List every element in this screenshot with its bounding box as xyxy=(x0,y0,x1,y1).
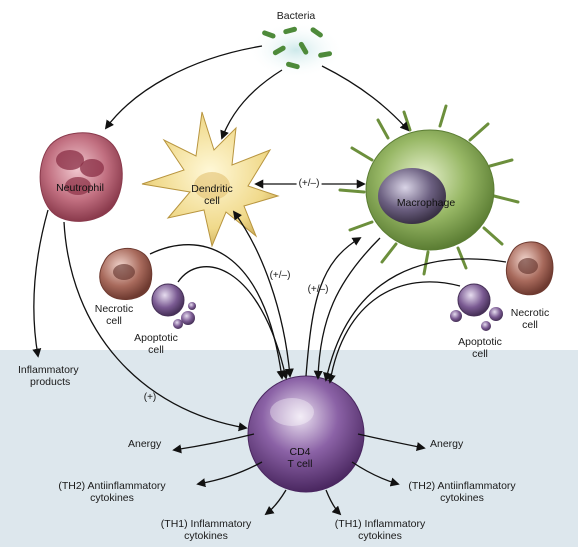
neutrophil-cell xyxy=(39,132,123,222)
sign-neutrophil-tcell: (+) xyxy=(143,392,157,403)
label-necrotic-left-line2: cell xyxy=(106,315,122,327)
sign-macrophage-tcell: (+/–) xyxy=(307,284,329,295)
label-th1-right-line2: cytokines xyxy=(358,530,402,542)
label-th2-left-line2: cytokines xyxy=(90,492,134,504)
macrophage-cell xyxy=(338,104,520,276)
arrow-necrotic-right-tcell xyxy=(323,258,507,382)
necrotic-cell-left xyxy=(99,247,153,300)
arrow-neutrophil-tcell xyxy=(63,221,248,432)
label-apoptotic-right-line2: cell xyxy=(472,348,488,360)
arrow-neutrophil-products xyxy=(32,209,49,358)
label-dendritic-line2: cell xyxy=(204,195,220,207)
arrow-tcell-th1-left xyxy=(264,489,287,516)
label-th2-left-line1: (TH2) Antiinflammatory xyxy=(58,480,166,492)
arrow-tcell-th2-left xyxy=(196,461,263,488)
label-th1-right-line1: (TH1) Inflammatory xyxy=(334,518,426,530)
label-necrotic-right-line2: cell xyxy=(522,319,538,331)
label-inflammatory-products-line1: Inflammatory xyxy=(18,364,79,376)
label-dendritic-line1: Dendritic xyxy=(191,183,233,195)
necrotic-cell-right xyxy=(505,241,554,296)
label-anergy-right: Anergy xyxy=(430,438,464,450)
label-cd4-line2: T cell xyxy=(287,458,313,470)
label-th1-left-line1: (TH1) Inflammatory xyxy=(160,518,252,530)
label-cd4-line1: CD4 xyxy=(289,446,311,458)
arrow-bacteria-neutrophil xyxy=(104,45,263,130)
label-inflammatory-products-line2: products xyxy=(30,376,71,388)
arrow-bacteria-macrophage xyxy=(321,65,410,132)
label-th2-right-line2: cytokines xyxy=(440,492,484,504)
label-th1-left-line2: cytokines xyxy=(184,530,228,542)
arrow-tcell-th2-right xyxy=(351,461,400,487)
apoptotic-cell-right xyxy=(450,283,503,331)
label-necrotic-right-line1: Necrotic xyxy=(510,307,550,319)
arrow-apoptotic-right-tcell xyxy=(326,281,461,384)
label-apoptotic-right-line1: Apoptotic xyxy=(458,336,502,348)
arrow-dendritic-tcell xyxy=(232,210,294,378)
arrow-apoptotic-left-tcell xyxy=(177,266,289,380)
label-apoptotic-left-line2: cell xyxy=(148,344,164,356)
label-macrophage: Macrophage xyxy=(396,197,456,209)
apoptotic-cell-left xyxy=(151,283,196,329)
label-neutrophil: Neutrophil xyxy=(56,182,104,194)
dendritic-cell xyxy=(141,111,280,248)
label-anergy-left: Anergy xyxy=(128,438,162,450)
arrow-tcell-macrophage xyxy=(305,237,362,377)
sign-dendritic-tcell: (+/–) xyxy=(269,270,291,281)
label-bacteria: Bacteria xyxy=(276,10,316,22)
arrow-tcell-th1-right xyxy=(325,489,342,516)
arrow-bacteria-dendritic xyxy=(220,69,283,140)
label-th2-right-line1: (TH2) Antiinflammatory xyxy=(408,480,516,492)
sign-dendritic-macrophage: (+/–) xyxy=(296,178,322,190)
arrow-macrophage-tcell xyxy=(313,237,381,380)
cd4-t-cell xyxy=(247,375,365,493)
label-apoptotic-left-line1: Apoptotic xyxy=(134,332,178,344)
arrow-tcell-anergy-right xyxy=(357,433,426,452)
label-necrotic-left-line1: Necrotic xyxy=(94,303,134,315)
arrow-tcell-anergy-left xyxy=(172,433,255,454)
bacteria-cluster xyxy=(248,22,344,78)
